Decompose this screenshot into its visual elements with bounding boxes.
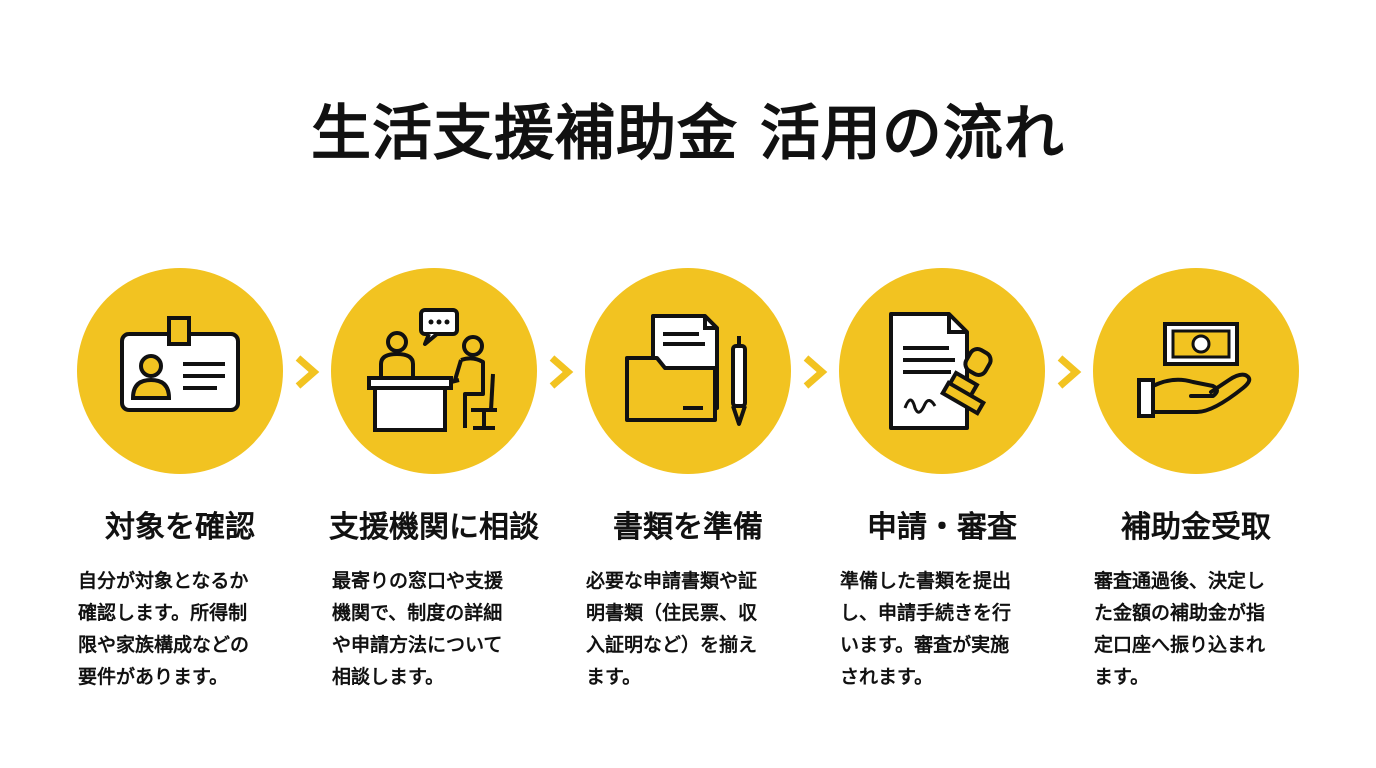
description-line: ます。: [586, 666, 642, 688]
description-line: 準備した書類を提出: [840, 570, 1012, 592]
description-line: 確認します。所得制: [78, 602, 248, 624]
consultation-desk-icon: [367, 308, 497, 432]
description-line: や申請方法について: [332, 634, 503, 656]
description-line: 必要な申請書類や証: [586, 570, 758, 592]
step-4-title: 申請・審査: [867, 510, 1017, 545]
description-line: た金額の補助金が指: [1094, 602, 1266, 624]
step-4-description: 準備した書類を提出 し、申請手続きを行 います。審査が実施 されます。: [840, 565, 1060, 693]
step-3-title: 書類を準備: [613, 510, 763, 545]
chevron-right-icon: [800, 352, 830, 392]
step-2-description: 最寄りの窓口や支援 機関で、制度の詳細 や申請方法について 相談します。: [332, 565, 552, 693]
description-line: 定口座へ振り込まれ: [1094, 634, 1266, 656]
step-5-description: 審査通過後、決定し た金額の補助金が指 定口座へ振り込まれ ます。: [1094, 565, 1314, 693]
id-card-icon: [120, 316, 240, 412]
description-line: 最寄りの窓口や支援: [332, 570, 504, 592]
chevron-right-icon: [1054, 352, 1084, 392]
description-line: 審査通過後、決定し: [1094, 570, 1266, 592]
documents-folder-icon: [625, 314, 747, 426]
money-in-hand-icon: [1137, 322, 1252, 418]
step-5-title: 補助金受取: [1121, 510, 1271, 545]
description-line: 相談します。: [332, 666, 445, 688]
description-line: 限や家族構成などの: [78, 634, 250, 656]
description-line: されます。: [840, 666, 934, 688]
description-line: 要件があります。: [78, 666, 229, 688]
description-line: います。審査が実施: [840, 634, 1010, 656]
step-2-title: 支援機関に相談: [329, 510, 539, 545]
step-2-circle: [331, 268, 537, 474]
page-title: 生活支援補助金 活用の流れ: [311, 99, 1065, 169]
chevron-right-icon: [546, 352, 576, 392]
chevron-right-icon: [292, 352, 322, 392]
step-1-circle: [77, 268, 283, 474]
signed-document-stamp-icon: [889, 312, 993, 430]
step-1-title: 対象を確認: [105, 510, 255, 545]
step-5-circle: [1093, 268, 1299, 474]
description-line: 自分が対象となるか: [78, 570, 249, 592]
step-3-description: 必要な申請書類や証 明書類（住民票、収 入証明など）を揃え ます。: [586, 565, 806, 693]
description-line: 機関で、制度の詳細: [332, 602, 503, 624]
step-4-circle: [839, 268, 1045, 474]
description-line: 入証明など）を揃え: [586, 634, 758, 656]
description-line: 明書類（住民票、収: [586, 602, 758, 624]
description-line: し、申請手続きを行: [840, 602, 1012, 624]
step-3-circle: [585, 268, 791, 474]
step-1-description: 自分が対象となるか 確認します。所得制 限や家族構成などの 要件があります。: [78, 565, 298, 693]
description-line: ます。: [1094, 666, 1150, 688]
